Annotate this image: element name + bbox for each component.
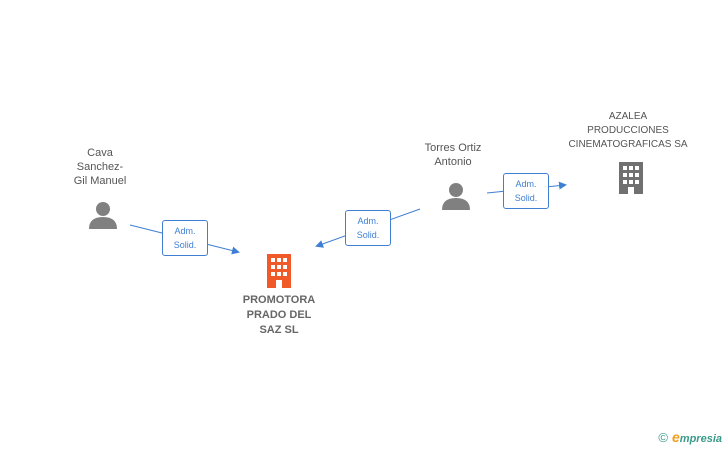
edge-label-line-1: Adm. bbox=[174, 226, 196, 236]
company-label-promotora[interactable]: PROMOTORA PRADO DEL SAZ SL bbox=[219, 293, 339, 338]
promotora-line-3: SAZ SL bbox=[259, 324, 299, 336]
edge-label-line-2: Solid. bbox=[514, 193, 538, 203]
cava-line-3: Gil Manuel bbox=[73, 175, 127, 187]
azalea-line-2: PRODUCCIONES bbox=[587, 125, 669, 136]
cava-line-1: Cava bbox=[87, 147, 113, 159]
person-icon[interactable] bbox=[88, 200, 118, 230]
building-icon[interactable] bbox=[616, 162, 646, 194]
edge-label-torres-azalea[interactable]: Adm. Solid. bbox=[503, 173, 549, 209]
torres-line-2: Antonio bbox=[434, 156, 472, 168]
edge-label-line-1: Adm. bbox=[357, 216, 379, 226]
brand-name: empresia bbox=[672, 429, 722, 445]
azalea-line-3: CINEMATOGRAFICAS SA bbox=[568, 139, 688, 150]
company-label-azalea[interactable]: AZALEA PRODUCCIONES CINEMATOGRAFICAS SA bbox=[548, 110, 708, 152]
building-icon[interactable] bbox=[264, 254, 294, 288]
person-icon[interactable] bbox=[441, 181, 471, 211]
cava-line-2: Sanchez- bbox=[76, 161, 124, 173]
brand-initial: e bbox=[672, 429, 680, 445]
edge-label-line-2: Solid. bbox=[173, 240, 197, 250]
promotora-line-2: PRADO DEL bbox=[246, 309, 312, 321]
edge-label-line-2: Solid. bbox=[356, 230, 380, 240]
torres-line-1: Torres Ortiz bbox=[424, 142, 482, 154]
edge-label-cava-promotora[interactable]: Adm. Solid. bbox=[162, 220, 208, 256]
promotora-line-1: PROMOTORA bbox=[242, 294, 316, 306]
edge-label-torres-promotora[interactable]: Adm. Solid. bbox=[345, 210, 391, 246]
brand-rest: mpresia bbox=[679, 433, 722, 445]
person-label-cava[interactable]: Cava Sanchez- Gil Manuel bbox=[50, 146, 150, 188]
copyright-symbol: © bbox=[658, 430, 668, 445]
azalea-line-1: AZALEA bbox=[608, 111, 648, 122]
empresia-logo: © empresia bbox=[658, 429, 722, 445]
person-label-torres[interactable]: Torres Ortiz Antonio bbox=[403, 141, 503, 169]
edge-label-line-1: Adm. bbox=[515, 179, 537, 189]
